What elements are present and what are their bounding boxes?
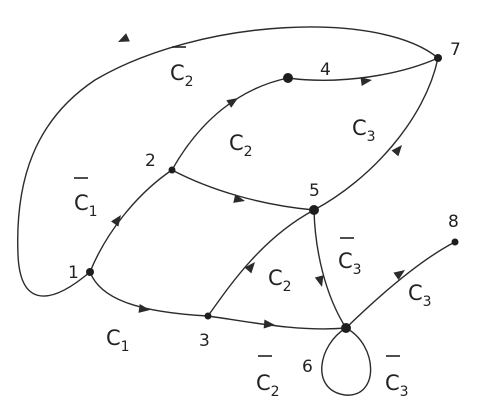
- arrowhead-4-7: [360, 77, 372, 86]
- arrowhead-1-2: [111, 215, 121, 227]
- edge-labels: C2 C1 C2 C3 C2 C3 C3 C1: [74, 46, 432, 400]
- label-subscript: 3: [367, 129, 376, 145]
- label-base: C: [385, 371, 400, 395]
- edge-3-6: [207, 315, 347, 330]
- arrowhead-6-8: [393, 270, 405, 280]
- node-6: [341, 323, 351, 333]
- node-3: [204, 312, 212, 320]
- label-base: C: [268, 266, 283, 290]
- label-subscript: 2: [271, 384, 280, 400]
- edge-5-7: [313, 57, 439, 211]
- edge-label-c2-center: C2: [229, 131, 253, 160]
- node-2: [168, 166, 176, 174]
- label-subscript: 3: [353, 262, 362, 278]
- edge-label-c3-bar-middle: C3: [338, 237, 362, 278]
- arrowhead-3-5: [244, 262, 255, 274]
- arrowhead-2-4: [226, 98, 238, 108]
- node-label-4: 4: [320, 60, 331, 80]
- label-base: C: [229, 131, 244, 155]
- label-base: C: [106, 326, 121, 350]
- edge-6-6-loop: [321, 327, 372, 396]
- arrowhead-3-6: [263, 319, 275, 329]
- edge-label-c2-bar-bottom: C2: [256, 355, 280, 400]
- edge-label-c1-bottom: C1: [106, 326, 130, 355]
- node-1: [86, 268, 94, 276]
- svg-text:C3: C3: [408, 281, 432, 310]
- svg-text:C1: C1: [74, 191, 98, 220]
- label-subscript: 2: [283, 279, 292, 295]
- node-label-2: 2: [145, 151, 156, 171]
- edge-label-c2-bar-top: C2: [170, 46, 194, 90]
- edge-2-4: [171, 77, 289, 171]
- edge-label-c2-middle: C2: [268, 266, 292, 295]
- edge-3-5: [207, 209, 315, 317]
- node-label-7: 7: [450, 40, 461, 60]
- node-labels: 1 2 3 4 5 6 7 8: [68, 40, 461, 377]
- edge-5-6: [313, 209, 347, 329]
- svg-text:C3: C3: [385, 371, 409, 400]
- arrowheads: [111, 33, 405, 329]
- svg-text:C2: C2: [170, 61, 194, 90]
- arrowhead-5-7: [391, 145, 402, 157]
- node-5: [309, 205, 319, 215]
- label-subscript: 3: [400, 384, 409, 400]
- label-base: C: [408, 281, 423, 305]
- arrowhead-2-5: [233, 194, 245, 203]
- node-label-1: 1: [68, 263, 79, 283]
- edge-label-c1-bar: C1: [74, 177, 98, 220]
- label-base: C: [338, 249, 353, 273]
- label-base: C: [74, 191, 89, 215]
- label-subscript: 2: [185, 74, 194, 90]
- label-subscript: 2: [244, 144, 253, 160]
- nodes: [86, 54, 459, 333]
- node-4: [283, 73, 293, 83]
- node-label-5: 5: [309, 181, 320, 201]
- edge-2-5: [171, 169, 315, 211]
- arrowhead-7-1: [118, 33, 130, 42]
- label-subscript: 3: [423, 294, 432, 310]
- node-7: [434, 54, 442, 62]
- arrowhead-5-6: [314, 275, 324, 287]
- edge-1-3: [89, 271, 209, 317]
- edge-label-c3-right: C3: [408, 281, 432, 310]
- svg-text:C2: C2: [229, 131, 253, 160]
- arrowhead-1-3: [138, 304, 150, 313]
- label-base: C: [170, 61, 185, 85]
- label-subscript: 1: [89, 204, 98, 220]
- edge-label-c3-upper: C3: [352, 116, 376, 145]
- svg-text:C2: C2: [256, 371, 280, 400]
- node-label-6: 6: [302, 357, 313, 377]
- label-subscript: 1: [121, 339, 130, 355]
- svg-text:C3: C3: [352, 116, 376, 145]
- edge-7-1: [17, 26, 439, 297]
- node-label-8: 8: [448, 212, 459, 232]
- label-base: C: [256, 371, 271, 395]
- node-8: [451, 238, 459, 246]
- edge-4-7: [287, 57, 439, 81]
- svg-text:C3: C3: [338, 249, 362, 278]
- label-base: C: [352, 116, 367, 140]
- edge-label-c3-bar-bottom: C3: [385, 355, 409, 400]
- svg-text:C1: C1: [106, 326, 130, 355]
- edge-6-8: [345, 241, 456, 329]
- node-label-3: 3: [199, 331, 210, 351]
- edges: [17, 26, 456, 396]
- svg-text:C2: C2: [268, 266, 292, 295]
- edge-1-2: [89, 169, 173, 273]
